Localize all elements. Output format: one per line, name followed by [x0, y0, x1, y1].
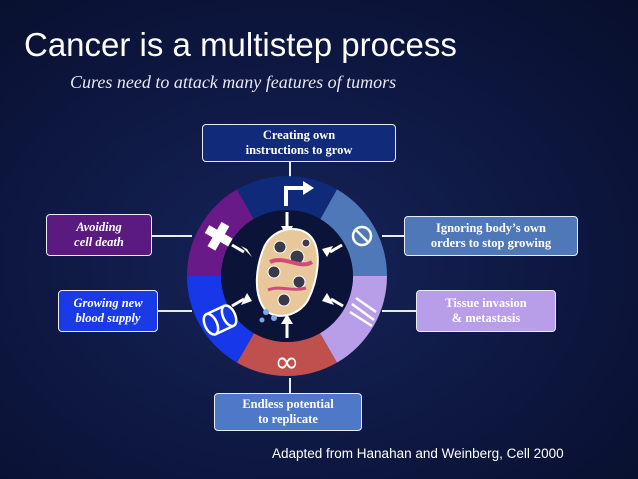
hallmark-left-lower-line1: Growing new — [73, 296, 143, 310]
slide-subtitle: Cures need to attack many features of tu… — [70, 72, 397, 92]
hallmark-bottom-line1: Endless potential — [242, 397, 334, 411]
hallmark-right-upper-line2: orders to stop growing — [430, 236, 552, 250]
hallmark-right-lower-line2: & metastasis — [451, 311, 521, 325]
hallmark-top-line2: instructions to grow — [245, 143, 353, 157]
slide-title: Cancer is a multistep process — [24, 26, 457, 63]
claw-marks-icon — [349, 296, 377, 328]
credit-text: Adapted from Hanahan and Weinberg, Cell … — [272, 446, 564, 461]
segment-bottom — [237, 333, 337, 376]
segment-left-lower — [187, 276, 254, 363]
no-sign-icon — [351, 225, 373, 247]
tumor-cell-icon — [255, 228, 319, 323]
hallmark-top-line1: Creating own — [262, 128, 336, 142]
cylinder-icon — [202, 304, 238, 336]
hallmark-bottom-line2: to replicate — [258, 412, 318, 426]
infinity-icon: ∞ — [275, 345, 300, 380]
arrow-turn-icon — [284, 181, 314, 206]
hallmark-left-upper-line1: Avoiding — [76, 220, 122, 234]
hallmark-box-right-lower: Tissue invasion& metastasis — [416, 290, 556, 332]
hallmark-right-upper-line1: Ignoring body’s own — [435, 221, 546, 235]
hallmark-right-lower-line1: Tissue invasion — [445, 296, 527, 310]
segment-right-lower — [320, 276, 387, 363]
hallmark-left-upper-line2: cell death — [74, 235, 124, 249]
hallmark-left-lower-line2: blood supply — [75, 311, 141, 325]
cross-icon — [204, 221, 233, 251]
